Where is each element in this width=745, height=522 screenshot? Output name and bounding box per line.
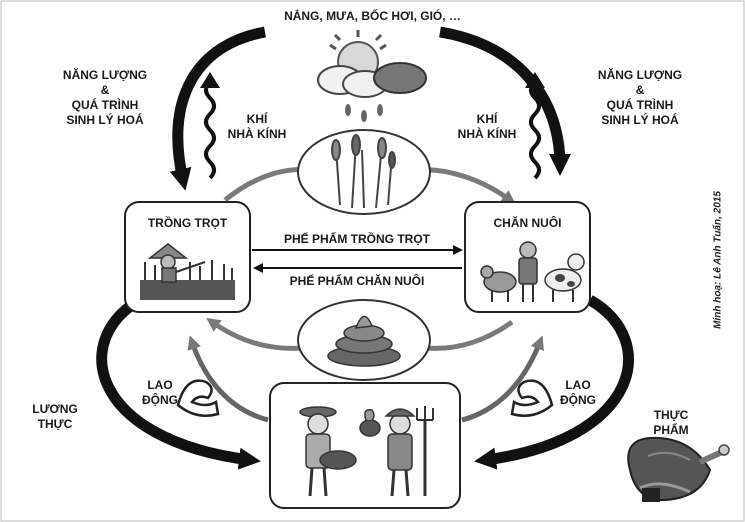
meat-icon: [627, 436, 730, 502]
farmers-icon: [299, 406, 434, 497]
grain-arrow: [96, 295, 261, 470]
labor-arrow-right: [461, 335, 544, 423]
wavy-up-arrow-icon: [200, 72, 220, 180]
flexed-arm-icon: [176, 379, 220, 417]
wavy-up-arrow-icon: [525, 72, 545, 180]
farmers-box: [269, 382, 461, 509]
crop-box-title: TRỒNG TRỌT: [147, 216, 228, 230]
farmer-field-icon: [140, 243, 235, 300]
energy-arrow-left: [169, 26, 267, 191]
labor-arrow-left: [187, 335, 269, 423]
crop-byproduct-label: PHẾ PHẨM TRỒNG TRỌT: [284, 232, 430, 246]
livestock-box-title: CHĂN NUÔI: [493, 216, 562, 230]
plants-icon: [331, 134, 396, 209]
meat-arrow: [474, 295, 634, 470]
crop-residue-ellipse: [297, 129, 431, 215]
flexed-arm-icon: [510, 379, 554, 417]
sun-cloud-rain-icon: [317, 30, 427, 122]
weather-label: NẮNG, MƯA, BỐC HƠI, GIÓ, …: [284, 9, 461, 23]
livestock-icon: [480, 241, 585, 302]
energy-arrow-right: [439, 26, 571, 176]
manure-icon: [327, 315, 401, 367]
livestock-byproduct-label: PHẾ PHẨM CHĂN NUÔI: [289, 274, 425, 288]
